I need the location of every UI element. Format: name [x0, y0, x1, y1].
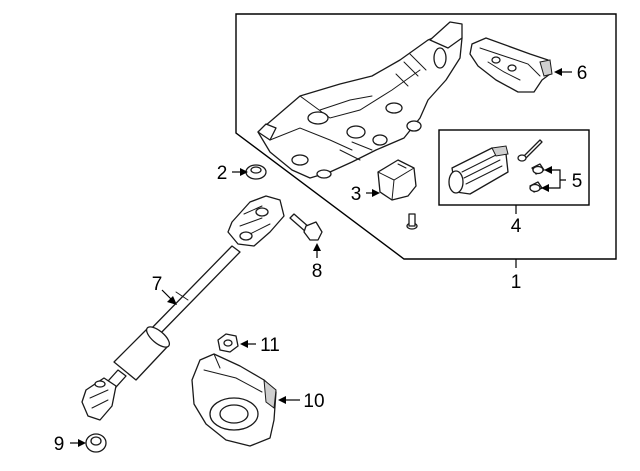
arrow-8: [313, 243, 321, 251]
motor-bolts-part: [517, 139, 545, 193]
bushing-part: [245, 164, 267, 180]
motor-part: [448, 145, 509, 195]
callout-1: 1: [511, 272, 522, 293]
callout-4: 4: [511, 216, 522, 237]
arrow-5a: [544, 166, 552, 174]
column-assembly-outline: [235, 13, 617, 260]
callout-3: 3: [351, 184, 362, 205]
intermediate-shaft-part: [81, 195, 285, 421]
steering-column-housing: [257, 21, 463, 179]
callout-6: 6: [577, 63, 588, 84]
pinch-bolt-part: [289, 213, 323, 241]
motor-kit-box: [438, 129, 590, 206]
callout-7: 7: [152, 274, 163, 295]
arrow-7: [167, 296, 177, 305]
callout-11: 11: [260, 335, 280, 356]
callout-10: 10: [303, 391, 324, 412]
boot-seal-part: [191, 353, 277, 447]
arrow-5b: [541, 184, 549, 192]
sensor-module-part: [377, 159, 418, 230]
callout-2: 2: [217, 163, 228, 184]
arrow-6: [554, 68, 562, 76]
arrow-10: [278, 396, 286, 404]
arrow-11: [240, 340, 248, 348]
leader-7: [161, 289, 173, 301]
lower-bushing-part: [85, 433, 107, 453]
nut-part: [217, 333, 239, 353]
arrow-3: [372, 189, 380, 197]
arrow-9: [78, 439, 86, 447]
column-cover-part: [469, 37, 553, 93]
callout-8: 8: [312, 261, 323, 282]
leader-5: [548, 169, 566, 189]
arrow-2: [240, 168, 248, 176]
callout-5: 5: [572, 171, 583, 192]
callout-9: 9: [54, 434, 65, 455]
